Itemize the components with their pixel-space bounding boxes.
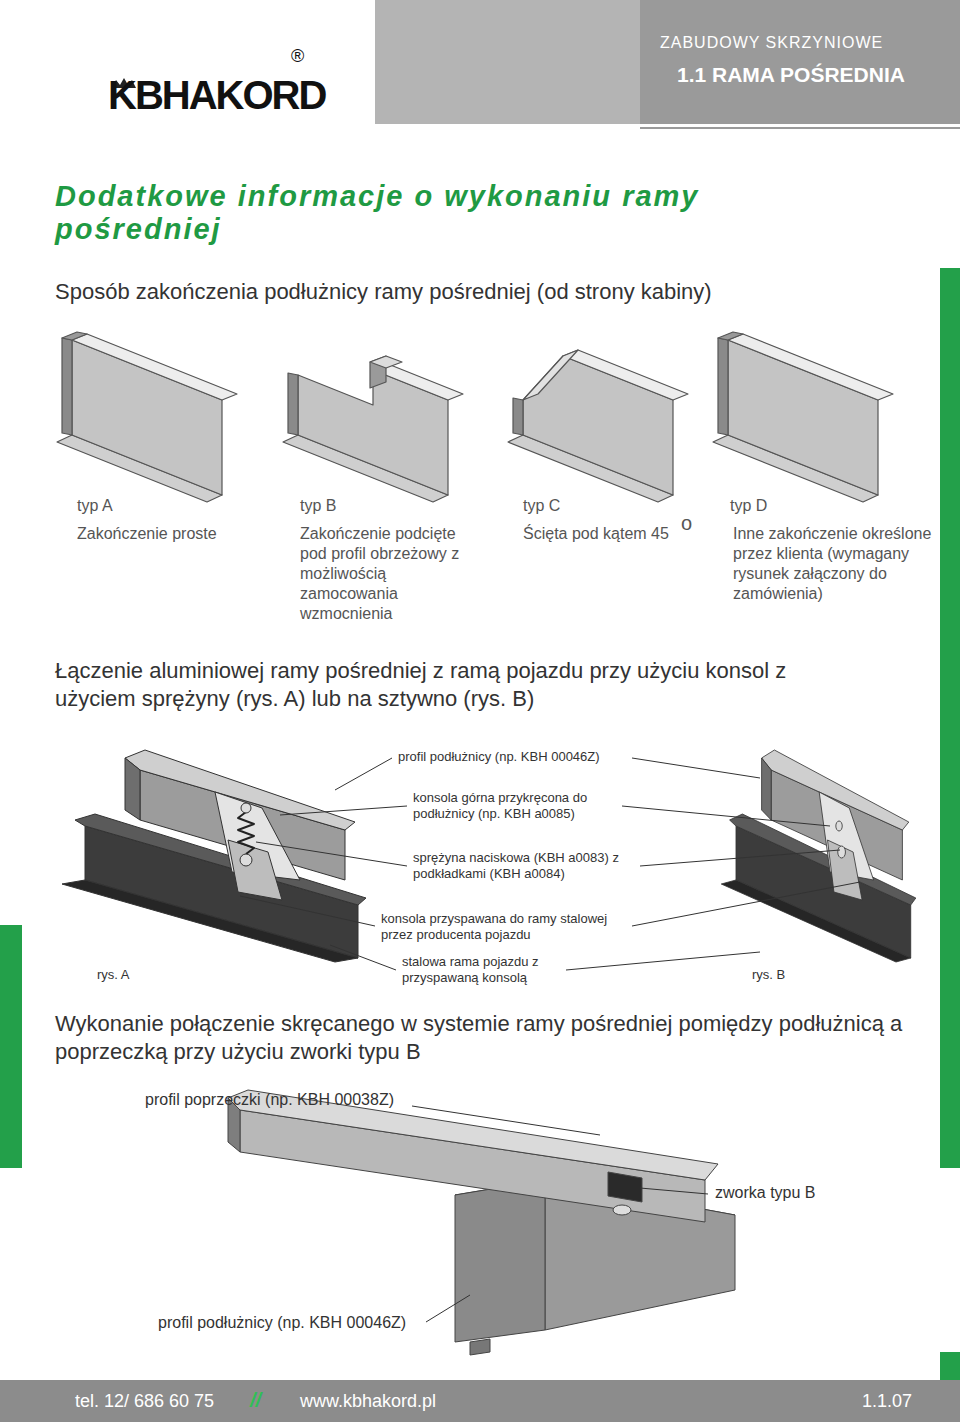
beam-end-type-d [713,332,893,502]
part-label: zworka typu B [715,1183,815,1203]
type-description: Ścięta pod kątem 45 [523,524,669,544]
part-label: konsola przyspawana do ramy stalowej prz… [381,911,626,944]
type-name: typ A [77,496,113,516]
figure-label: rys. A [97,967,130,983]
registered-mark: ® [291,45,304,68]
part-label: profil podłużnicy (np. KBH 00046Z) [398,749,600,765]
header-section: 1.1 RAMA POŚREDNIA [677,62,905,88]
side-bar [0,925,22,1168]
header-rule [640,127,960,129]
page-number: 1.1.07 [862,1390,912,1413]
footer-website: www.kbhakord.pl [300,1390,436,1413]
leader-lines [240,758,860,970]
header-band [375,0,960,124]
company-logo: KBHAKORD [108,70,325,120]
part-label: stalowa rama pojazdu z przyspawaną konso… [402,954,562,987]
side-bar [940,268,960,1168]
frame-connection-rigid [721,750,916,962]
type-description: Zakończenie proste [77,524,277,544]
type-name: typ B [300,496,336,516]
footer-phone: tel. 12/ 686 60 75 [75,1390,214,1413]
section-heading: Wykonanie połączenie skręcanego w system… [55,1010,945,1065]
part-label: profil poprzeczki (np. KBH 00038Z) [145,1090,394,1110]
part-label: sprężyna naciskowa (KBH a0083) z podkład… [413,850,635,883]
type-description: Inne zakończenie określone przez klienta… [733,524,933,604]
section-heading: Łączenie aluminiowej ramy pośredniej z r… [55,657,845,712]
degree-sign: o [681,511,692,536]
section-heading: Sposób zakończenia podłużnicy ramy pośre… [55,278,712,306]
type-name: typ D [730,496,767,516]
beam-end-type-b [283,356,463,502]
side-bar [940,1352,960,1380]
beam-end-type-a [57,332,237,502]
figure-label: rys. B [752,967,785,983]
part-label: profil podłużnicy (np. KBH 00046Z) [158,1313,406,1333]
footer-separator: // [250,1388,261,1413]
part-label: konsola górna przykręcona do podłużnicy … [413,790,613,823]
type-name: typ C [523,496,560,516]
beam-end-type-c [508,350,688,502]
header-category: ZABUDOWY SKRZYNIOWE [660,33,883,53]
header-band-dark [640,0,960,124]
type-description: Zakończenie podcięte pod profil obrzeżow… [300,524,470,624]
footer-band [0,1380,960,1422]
page-title: Dodatkowe informacje o wykonaniu ramy po… [55,180,705,247]
frame-connection-spring [62,750,366,962]
leader-lines [412,1106,708,1322]
